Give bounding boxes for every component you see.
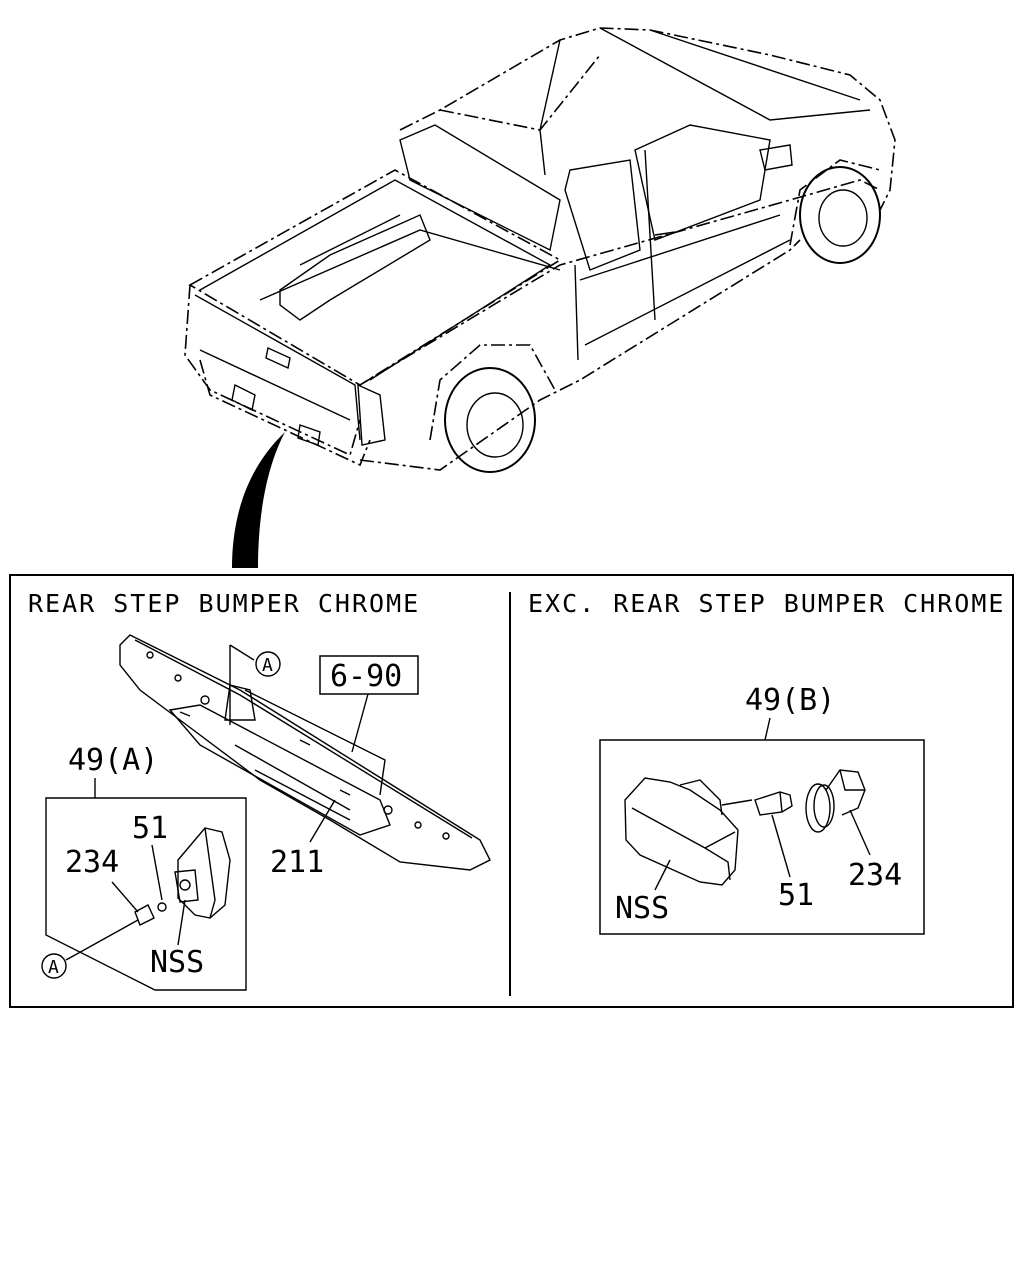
label-211: 211 [270,845,324,880]
group-label-49a: 49(A) [68,743,158,778]
left-panel-title: REAR STEP BUMPER CHROME [28,589,420,618]
bulb-right [754,791,793,816]
left-panel: REAR STEP BUMPER CHROME A 6-90 211 [28,589,491,991]
label-234-left: 234 [65,845,119,880]
label-51-left: 51 [132,811,168,846]
socket-left [134,904,155,926]
lamp-housing-right [624,777,739,886]
callout-a-top: A [262,655,273,676]
bumper-drawing [119,634,491,871]
lamp-housing-left [174,827,231,919]
label-nss-left: NSS [150,945,204,980]
truck-illustration [184,27,896,473]
group-box-49b [599,739,925,935]
socket-right [805,769,866,833]
detail-frame [9,574,1014,1008]
label-234-right: 234 [848,858,902,893]
label-nss-right: NSS [615,891,669,926]
right-panel-title: EXC. REAR STEP BUMPER CHROME [528,589,1005,618]
group-box-49a [45,797,247,991]
group-label-49b: 49(B) [745,683,835,718]
label-51-right: 51 [778,878,814,913]
bulb-left [157,902,167,912]
callout-a-bottom: A [48,957,59,978]
ref-box [319,655,419,695]
ref-box-label: 6-90 [330,659,402,694]
right-panel: EXC. REAR STEP BUMPER CHROME 49(B) NSS 5… [528,589,1005,935]
detail-pointer [232,432,285,568]
